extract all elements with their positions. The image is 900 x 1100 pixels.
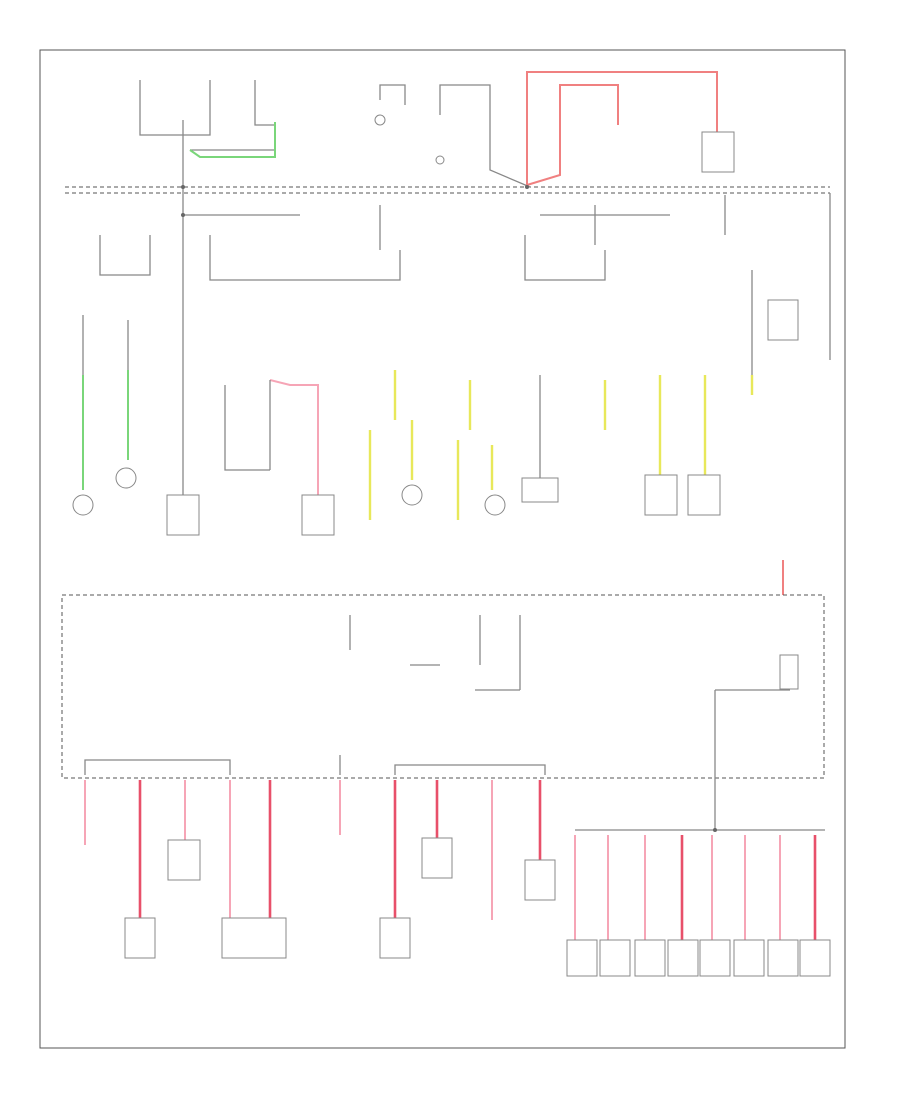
injector-2	[599, 939, 631, 977]
junction-dot	[181, 185, 185, 189]
lower-module-1	[124, 917, 156, 959]
battery-feed	[439, 84, 531, 188]
injector-8	[799, 939, 831, 977]
lower-module-4	[379, 917, 411, 959]
lamp-center	[401, 484, 423, 506]
lower-right-module	[779, 654, 799, 690]
diagram-frame	[39, 49, 846, 1049]
power-wire-top-b	[526, 84, 619, 186]
top-right-module	[701, 131, 735, 173]
relay-block	[224, 385, 270, 471]
ground-symbol-b	[435, 155, 445, 165]
module-right-b	[687, 474, 721, 516]
module-mid-left	[301, 494, 335, 536]
module-far-right	[767, 299, 799, 341]
injector-4	[667, 939, 699, 977]
top-left-module-b	[190, 80, 276, 151]
lower-module-2	[167, 839, 201, 881]
ground-wire-top	[189, 122, 276, 158]
injector-1	[566, 939, 598, 977]
injector-5	[699, 939, 731, 977]
lower-bus-frame	[61, 594, 825, 779]
injector-6	[733, 939, 765, 977]
junction-dot	[525, 185, 529, 189]
lamp-left-b	[115, 467, 137, 489]
module-right-a	[644, 474, 678, 516]
lower-module-6	[524, 859, 556, 901]
lower-module-3	[221, 917, 287, 959]
lamp-left-a	[72, 494, 94, 516]
switch-right	[524, 235, 606, 281]
top-left-module-a	[139, 80, 211, 136]
top-center-module	[379, 84, 406, 105]
switch-left	[99, 235, 151, 276]
injector-7	[767, 939, 799, 977]
module-center-right	[521, 477, 559, 503]
connector-group-center	[394, 764, 546, 775]
junction-dot	[181, 213, 185, 217]
connector-group-left	[84, 759, 231, 775]
injector-3	[634, 939, 666, 977]
power-wire-relay	[269, 379, 319, 500]
power-wire-top-a	[526, 71, 718, 185]
switch-bus-mid	[209, 235, 401, 281]
lower-module-5	[421, 837, 453, 879]
lamp-center-right	[484, 494, 506, 516]
ground-symbol-a	[374, 114, 386, 126]
junction-dot	[713, 828, 717, 832]
module-left	[166, 494, 200, 536]
